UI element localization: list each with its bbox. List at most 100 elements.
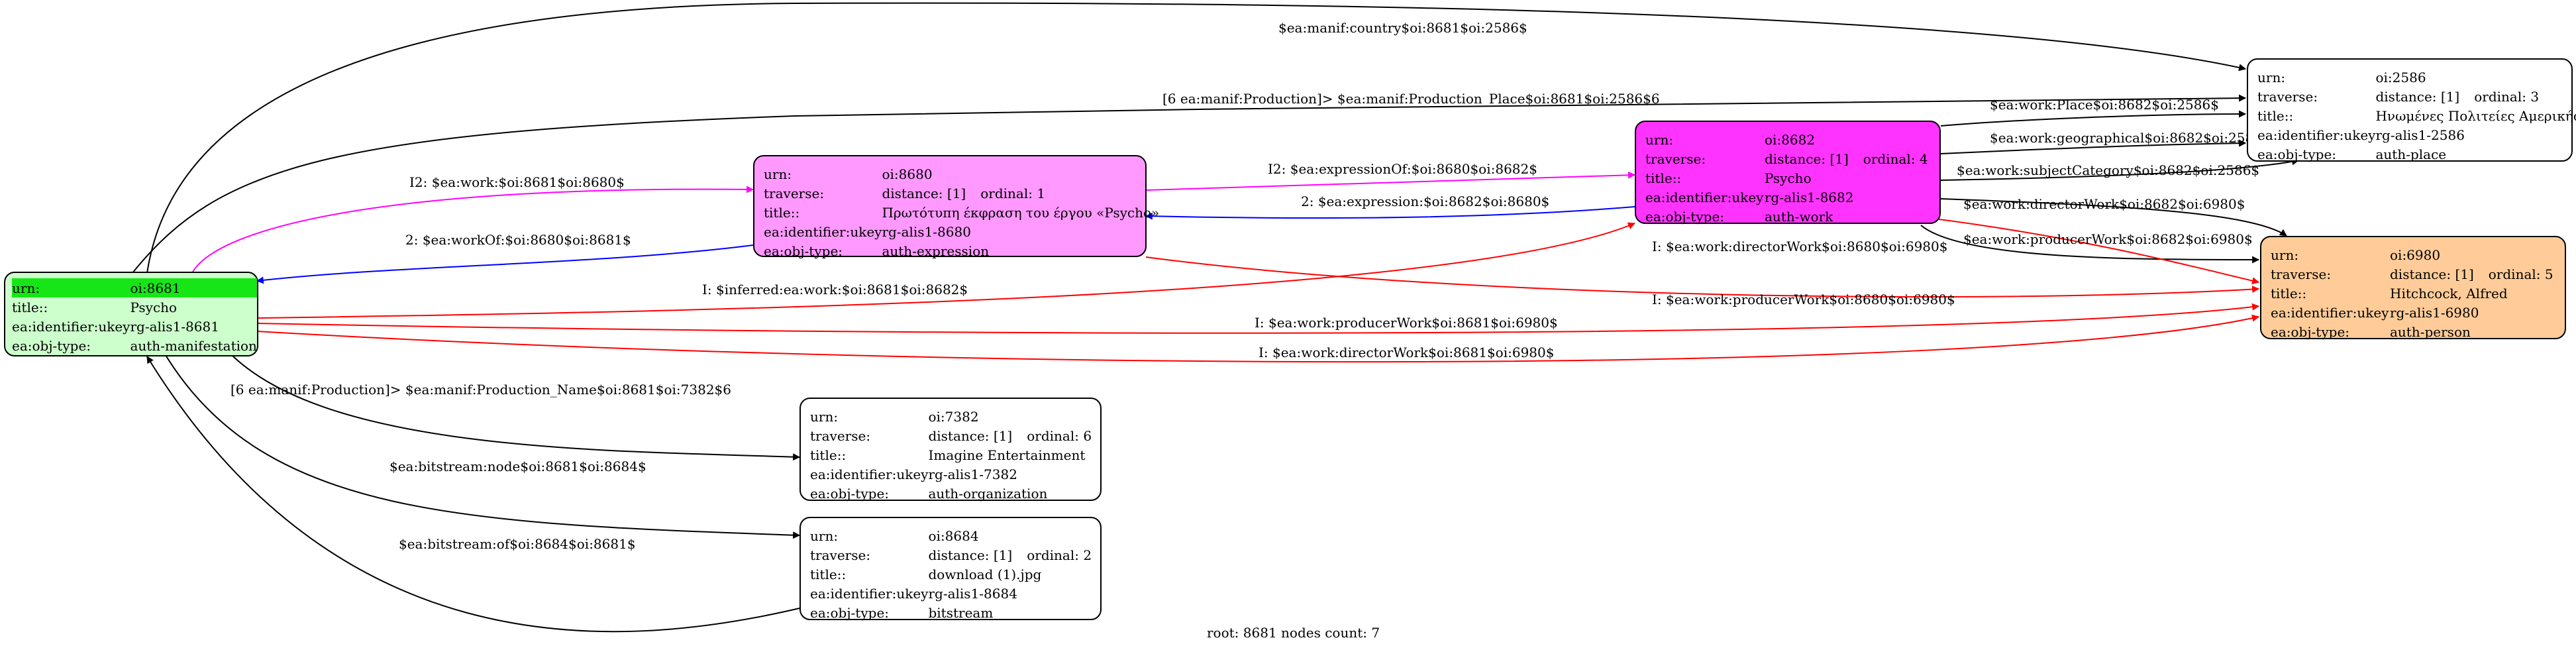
node-key: title:: [2257, 107, 2294, 124]
node-type: auth-work [1765, 208, 1833, 225]
edge-e4 [256, 244, 754, 284]
node-row-title: title::Ηνωμένες Πολιτείες Αμερικής [2257, 106, 2576, 125]
node-oi-2586[interactable]: urn:oi:2586 traverse:distance: [1]ordina… [2247, 58, 2576, 162]
node-key: traverse: [810, 547, 871, 563]
node-urn: oi:2586 [2375, 69, 2426, 85]
node-key: ea:obj-type: [2271, 323, 2350, 340]
node-key: title:: [810, 566, 847, 582]
node-row-type: ea:obj-type:auth-organization [810, 484, 1092, 503]
node-title: Psycho [1765, 170, 1812, 186]
edge-e8 [1940, 139, 2247, 154]
node-row-traverse: traverse:distance: [1]ordinal: 3 [2257, 87, 2576, 106]
node-distance: distance: [1] [882, 185, 966, 201]
node-row-type: ea:obj-type: auth-expression [764, 241, 1159, 260]
edge-label-e1: $ea:manif:country$oi:8681$oi:2586$ [1278, 20, 1527, 36]
node-key: traverse: [2257, 88, 2318, 105]
node-type: bitstream [928, 604, 994, 621]
node-key: ea:obj-type: [764, 243, 843, 259]
edge-e14 [256, 222, 1636, 319]
node-key: urn: [2257, 69, 2286, 85]
node-key: title:: [810, 447, 847, 463]
node-row-traverse: traverse: distance: [1] ordinal: 4 [1645, 149, 1928, 168]
edge-label-e8: $ea:work:geographical$oi:8682$oi:2586$ [1990, 130, 2271, 146]
edge-label-e9: $ea:work:subjectCategory$oi:8682$oi:2586… [1957, 162, 2259, 178]
edge-label-e14: I: $inferred:ea:work:$oi:8681$oi:8682$ [702, 282, 968, 297]
node-row-title: title::download (1).jpg [810, 565, 1092, 584]
node-key: urn: [1645, 131, 1674, 148]
edge-label-e5: I2: $ea:expressionOf:$oi:8680$oi:8682$ [1268, 161, 1537, 177]
node-oi-8680[interactable]: urn:oi:8680 traverse: distance: [1] ordina… [753, 155, 1159, 259]
node-oi-8681[interactable]: urn:oi:8681 title::Psycho ea:identifier:… [4, 272, 258, 356]
edge-e16 [256, 314, 2260, 363]
node-title: Ηνωμένες Πολιτείες Αμερικής [2375, 107, 2576, 124]
node-row-urn: urn:oi:7382 [810, 407, 1092, 426]
node-row-urn: urn: oi:2586 [2257, 68, 2576, 87]
edge-label-e12: I: $ea:work:directorWork$oi:8680$oi:6980… [1652, 239, 1947, 254]
edge-label-e4: 2: $ea:workOf:$oi:8680$oi:8681$ [405, 232, 631, 248]
node-urn: oi:8681 [130, 278, 257, 297]
node-key: ea:identifier:ukey [810, 466, 929, 482]
edge-e3 [191, 186, 754, 274]
node-oi-8684[interactable]: urn:oi:8684 traverse:distance: [1]ordina… [799, 517, 1102, 621]
node-key: ea:obj-type: [12, 337, 91, 354]
node-title: Πρωτότυπη έκφραση του έργου «Psycho» [882, 204, 1160, 221]
node-urn: oi:8684 [928, 527, 979, 544]
node-key: title:: [2271, 285, 2307, 301]
node-distance: distance: [1] [928, 427, 1013, 444]
node-type: auth-organization [928, 485, 1048, 502]
node-key: traverse: [764, 185, 825, 201]
node-row-title: title::Psycho [12, 297, 257, 317]
node-ukey: rg-alis1-8680 [882, 223, 971, 240]
node-key: ea:identifier:ukey [810, 585, 929, 602]
edge-label-e15: I: $ea:work:producerWork$oi:8681$oi:6980… [1255, 315, 1558, 331]
node-type: auth-person [2390, 323, 2471, 340]
node-key: ea:obj-type: [2257, 146, 2337, 162]
graph-footer: root: 8681 nodes count: 7 [1207, 625, 1380, 641]
node-row-traverse: traverse:distance: [1]ordinal: 5 [2271, 264, 2553, 284]
node-row-urn: urn:oi:8681 [12, 278, 257, 297]
node-key: traverse: [2271, 266, 2332, 282]
node-key: urn: [764, 166, 792, 182]
node-row-traverse: traverse: distance: [1] ordinal: 1 [764, 184, 1159, 203]
node-oi-6980[interactable]: urn:oi:6980 traverse:distance: [1]ordina… [2260, 236, 2566, 340]
node-oi-7382[interactable]: urn:oi:7382 traverse:distance: [1]ordina… [799, 398, 1102, 503]
node-type: auth-expression [882, 243, 990, 259]
node-row-urn: urn:oi:8680 [764, 164, 1159, 184]
edge-label-e11: $ea:work:producerWork$oi:8682$oi:6980$ [1963, 231, 2253, 247]
edge-e1 [146, 2, 2247, 274]
node-ordinal: ordinal: 5 [2488, 266, 2553, 282]
edge-label-e16: I: $ea:work:directorWork$oi:8681$oi:6980… [1259, 345, 1554, 360]
node-row-type: ea:obj-type:auth-work [1645, 207, 1928, 226]
edge-e15 [256, 303, 2260, 334]
node-ukey: rg-alis1-8684 [928, 585, 1017, 602]
node-key: ea:identifier:ukey [2271, 304, 2389, 321]
node-key: ea:identifier:ukey [764, 223, 882, 240]
edge-e6 [1145, 206, 1635, 220]
node-ukey: rg-alis1-6980 [2390, 304, 2479, 321]
edge-e18 [165, 354, 801, 539]
node-urn: oi:8682 [1765, 131, 1816, 148]
node-title: Imagine Entertainment [928, 447, 1086, 463]
node-row-title: title::Psycho [1645, 168, 1928, 188]
node-ordinal: ordinal: 1 [980, 185, 1046, 201]
node-key: title:: [764, 204, 800, 221]
edge-e19 [146, 356, 800, 633]
node-distance: distance: [1] [928, 547, 1013, 563]
node-type: auth-place [2375, 146, 2447, 162]
node-title: Psycho [130, 299, 178, 315]
edge-label-e17: [6 ea:manif:Production]> $ea:manif:Produ… [231, 382, 731, 398]
node-key: traverse: [1645, 150, 1706, 167]
node-ordinal: ordinal: 4 [1863, 150, 1928, 167]
node-ukey: rg-alis1-7382 [928, 466, 1017, 482]
node-title: Hitchcock, Alfred [2390, 285, 2508, 301]
node-ukey: rg-alis1-2586 [2375, 127, 2465, 143]
node-distance: distance: [1] [1765, 150, 1849, 167]
node-oi-8682[interactable]: urn: oi:8682 traverse: distance: [1] ordina… [1635, 121, 1941, 226]
node-distance: distance: [1] [2375, 88, 2460, 105]
node-key: ea:identifier:ukey [12, 318, 130, 335]
